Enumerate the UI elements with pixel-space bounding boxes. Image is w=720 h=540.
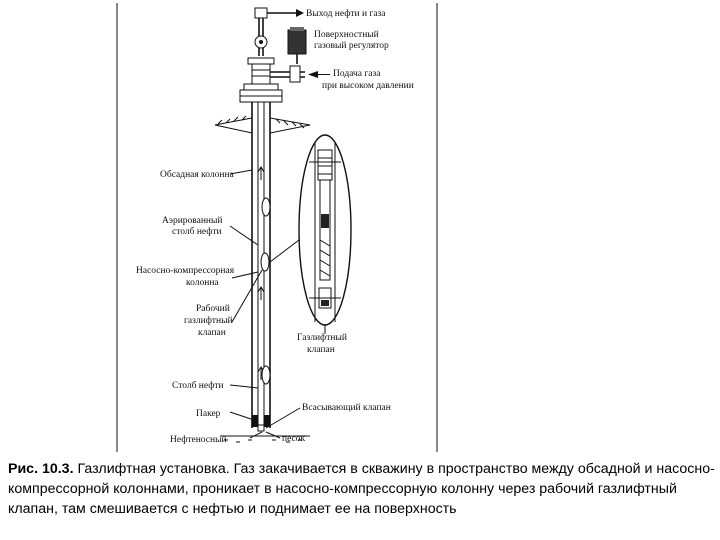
wellhead-outlet — [254, 7, 304, 56]
gas-regulator — [287, 27, 307, 64]
producing-formation — [220, 435, 310, 443]
label-working-valve-1: Рабочий — [196, 303, 230, 314]
label-sand: песок — [282, 434, 306, 444]
gas-lift-diagram: Выход нефти и газа Поверхностный газовый… — [116, 3, 438, 452]
valve-detail-inset — [269, 134, 352, 326]
label-casing-string: Обсадная колонна — [160, 169, 235, 180]
ground-surface — [214, 115, 311, 134]
label-high-pressure-gas-2: при высоком давлении — [322, 81, 414, 91]
label-tubing-1: Насосно-компрессорная — [136, 266, 235, 276]
caption-label: Рис. 10.3. — [8, 461, 74, 477]
label-standing-valve: Всасывающий клапан — [302, 402, 391, 413]
label-gaslift-valve-2: клапан — [307, 345, 335, 355]
label-working-valve-3: клапан — [198, 328, 226, 338]
label-working-valve-2: газлифтный — [184, 315, 233, 326]
gas-lift-valve-working — [260, 252, 270, 272]
gas-lift-valve-upper — [261, 197, 271, 217]
label-aerated-column-2: столб нефти — [172, 226, 222, 237]
gas-lift-valve-lower — [261, 365, 271, 385]
label-gas-regulator-1: Поверхностный — [314, 29, 379, 40]
label-packer: Пакер — [196, 409, 221, 419]
label-high-pressure-gas-1: Подача газа — [333, 69, 381, 79]
label-gaslift-valve-1: Газлифтный — [297, 332, 347, 343]
label-oil-bearing: Нефтеносный — [170, 434, 227, 445]
figure-border — [116, 3, 438, 452]
figure-caption: Рис. 10.3. Газлифтная установка. Газ зак… — [8, 459, 716, 519]
wellhead-body — [239, 57, 330, 103]
diagram-labels: Выход нефти и газа Поверхностный газовый… — [136, 8, 414, 445]
label-gas-regulator-2: газовый регулятор — [314, 40, 389, 51]
label-tubing-2: колонна — [186, 278, 219, 288]
label-aerated-column-1: Аэрированный — [162, 215, 222, 226]
packer — [252, 415, 270, 432]
leader-lines — [229, 169, 326, 439]
label-oil-column: Столб нефти — [172, 380, 224, 391]
label-oil-gas-outlet: Выход нефти и газа — [306, 8, 386, 19]
caption-text: Газлифтная установка. Газ закачивается в… — [8, 461, 715, 517]
